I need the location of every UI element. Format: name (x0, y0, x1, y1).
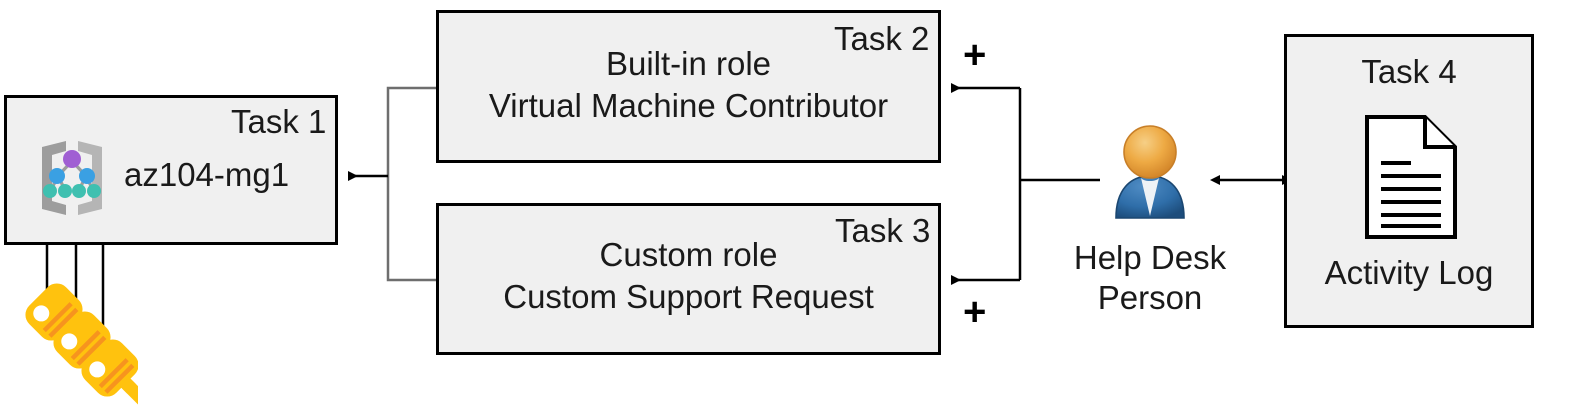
management-group-icon (28, 133, 116, 221)
task3-box[interactable] (436, 203, 941, 355)
plus-operator-bottom: + (963, 290, 987, 334)
task4-label: Activity Log (1324, 254, 1494, 291)
task3-line2: Custom Support Request (503, 278, 874, 315)
task1-tag: Task 1 (231, 103, 327, 140)
task3-line1: Custom role (599, 236, 778, 273)
task2-line1: Built-in role (605, 45, 772, 82)
document-icon (1363, 113, 1459, 241)
task2-tag: Task 2 (834, 20, 930, 57)
task3-tag: Task 3 (835, 212, 931, 249)
task2-line2: Virtual Machine Contributor (488, 87, 889, 124)
person-label-line2: Person (1097, 279, 1203, 316)
user-person-icon (1100, 120, 1200, 220)
connector-tasks-to-task1 (348, 86, 436, 282)
task2-box[interactable] (436, 10, 941, 163)
task1-box[interactable] (4, 95, 338, 245)
task1-label: az104-mg1 (124, 156, 290, 193)
keys-icon (18, 278, 165, 409)
person-label-line1: Help Desk (1073, 239, 1227, 276)
task4-tag: Task 4 (1361, 53, 1457, 90)
plus-operator-top: + (963, 33, 987, 77)
connector-person-to-tasks (951, 83, 1100, 285)
